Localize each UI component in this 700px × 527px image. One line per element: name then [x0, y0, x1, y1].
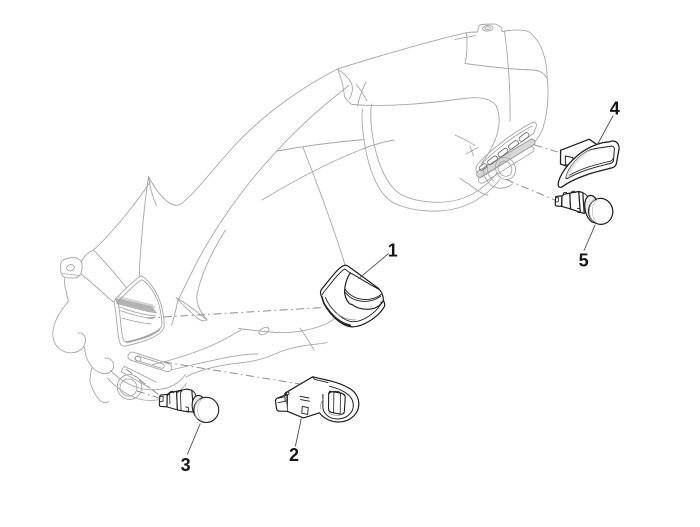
svg-text:4: 4	[610, 98, 620, 118]
svg-text:2: 2	[289, 445, 299, 465]
svg-text:3: 3	[181, 455, 191, 475]
svg-text:1: 1	[388, 240, 398, 260]
svg-text:5: 5	[579, 251, 589, 271]
